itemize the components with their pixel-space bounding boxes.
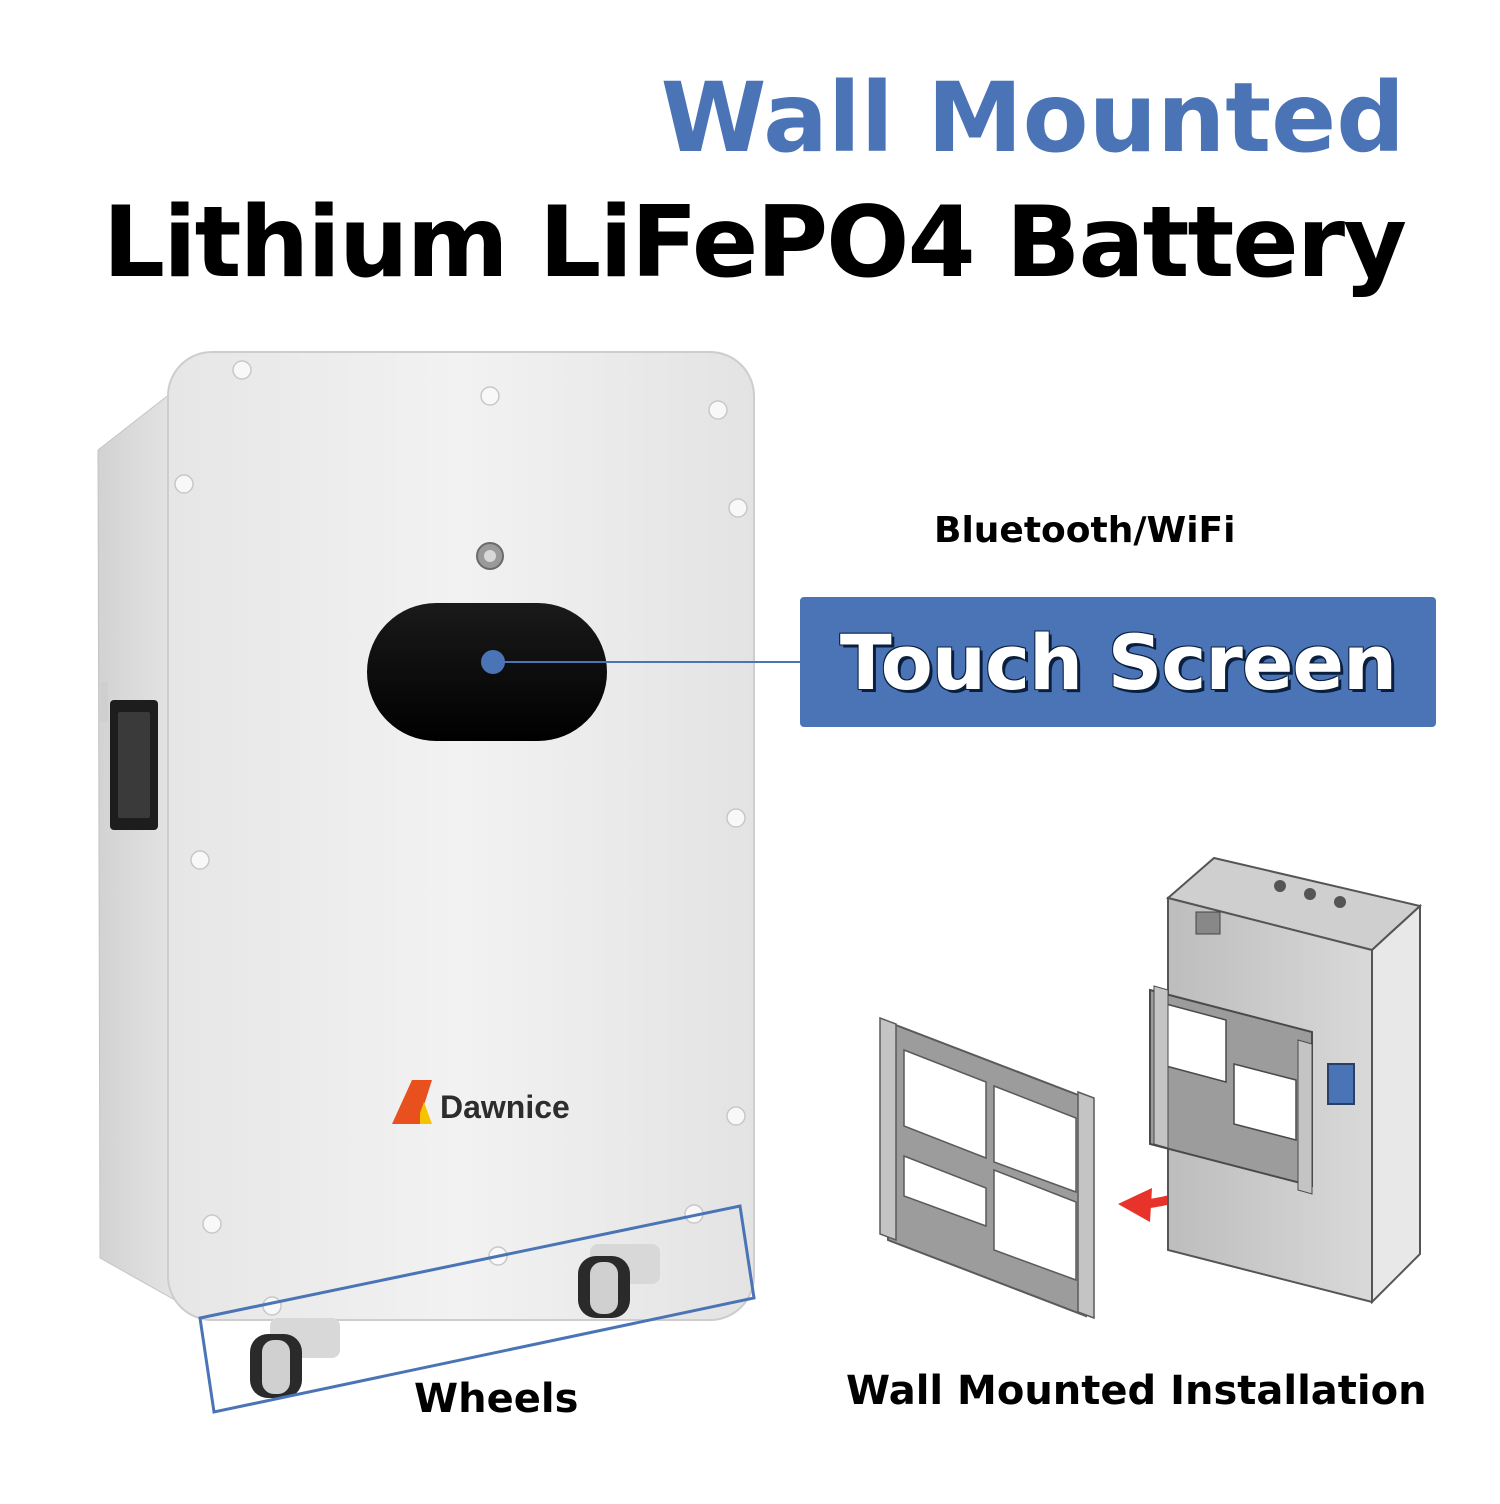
- battery-cabinet: Dawnice: [97, 351, 756, 1414]
- connectivity-label: Bluetooth/WiFi: [934, 510, 1236, 551]
- title-battery-type: Lithium LiFePO4 Battery: [102, 186, 1407, 300]
- wheels-highlight: [198, 1204, 756, 1414]
- wheel-right: [578, 1244, 660, 1318]
- power-button-icon: [476, 542, 504, 570]
- title-wall-mounted: Wall Mounted: [660, 62, 1405, 174]
- install-arrowhead-icon: [1118, 1188, 1152, 1222]
- side-handle: [100, 682, 158, 830]
- wheels-label: Wheels: [414, 1376, 579, 1422]
- touch-screen-label-box: Touch Screen: [800, 597, 1436, 727]
- brand-name: Dawnice: [440, 1089, 570, 1125]
- touch-screen-label: Touch Screen: [839, 617, 1397, 707]
- installation-label: Wall Mounted Installation: [846, 1368, 1427, 1414]
- wall-bracket: [879, 1016, 1095, 1320]
- touch-screen: [367, 603, 607, 741]
- brand-logo-icon: [392, 1080, 432, 1124]
- wheel-left: [250, 1318, 340, 1398]
- wall-cabinet: [1149, 856, 1423, 1305]
- panel-bolts: [174, 360, 748, 1316]
